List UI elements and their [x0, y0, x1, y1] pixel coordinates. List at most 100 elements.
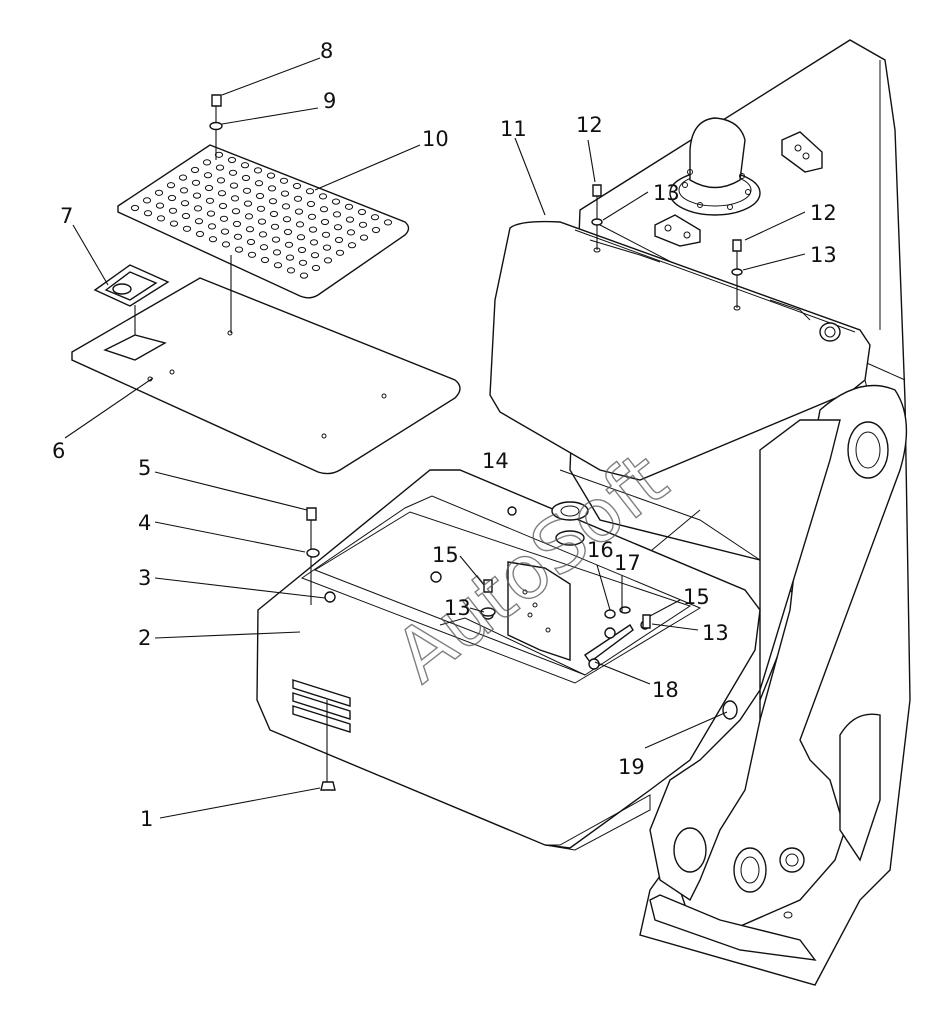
grate-hole: [220, 228, 230, 235]
grate-hole: [202, 159, 212, 166]
grate-hole: [296, 234, 306, 241]
callout-10: 10: [422, 127, 449, 151]
grate-hole: [298, 259, 308, 266]
grate-hole: [246, 238, 256, 246]
loader-arm: [649, 384, 908, 961]
callout-14: 14: [482, 449, 509, 473]
grate-hole: [371, 226, 381, 234]
grate-hole: [305, 188, 315, 195]
grate-hole: [168, 207, 178, 214]
grate-hole: [142, 197, 152, 204]
grate-hole: [178, 174, 188, 181]
grate-hole: [205, 197, 215, 204]
grate-hole: [166, 182, 176, 189]
tank-cover: [489, 220, 871, 481]
callout-19: 19: [618, 755, 645, 779]
grate-hole: [195, 230, 205, 238]
grate-hole: [297, 246, 307, 254]
grate-hole: [130, 204, 140, 212]
callout-13-top: 13: [653, 181, 680, 205]
grate-hole: [230, 195, 240, 202]
grate-hole: [286, 267, 296, 274]
grate-hole: [260, 256, 270, 264]
grate-hole: [258, 231, 268, 238]
grate-hole: [217, 190, 227, 197]
grate-hole: [310, 252, 320, 259]
fasteners: [306, 184, 743, 791]
callout-7: 7: [60, 204, 73, 228]
grate-hole: [207, 223, 217, 230]
callout-9: 9: [323, 89, 336, 113]
grate-hole: [270, 223, 280, 230]
mounting-blocks: [654, 131, 823, 247]
grate-hole: [245, 226, 255, 233]
grate-panel: [117, 144, 410, 333]
grate-hole: [347, 242, 357, 249]
grate-hole: [280, 190, 290, 197]
grate-hole: [233, 233, 243, 240]
grate-hole: [357, 208, 367, 216]
grate-hole: [228, 169, 238, 176]
callout-2: 2: [138, 626, 151, 650]
grate-hole: [240, 162, 250, 169]
grate-hole: [214, 151, 224, 158]
grate-hole: [255, 192, 265, 200]
latch: [93, 264, 170, 335]
leader-lines: [64, 57, 806, 819]
grate-hole: [335, 249, 345, 256]
grate-hole: [221, 241, 231, 248]
grate-hole: [282, 216, 292, 223]
grate-hole: [181, 212, 191, 220]
callout-12-right: 12: [810, 201, 837, 225]
grate-hole: [295, 221, 305, 228]
callout-16: 16: [587, 538, 614, 562]
grate-hole: [194, 218, 204, 225]
grate-hole: [243, 200, 253, 207]
grate-hole: [203, 172, 213, 179]
callout-13-low: 13: [702, 621, 729, 645]
grate-hole: [231, 208, 241, 215]
grate-hole: [216, 177, 226, 184]
callout-15-right: 15: [683, 585, 710, 609]
grate-hole: [218, 202, 228, 210]
grate-hole: [242, 187, 252, 194]
grate-hole: [346, 229, 356, 236]
grate-hole: [269, 210, 279, 218]
callout-13-right: 13: [810, 243, 837, 267]
grate-hole: [370, 214, 380, 221]
grate-hole: [215, 164, 225, 171]
grate-hole: [307, 213, 317, 220]
callout-3: 3: [138, 566, 151, 590]
grate-hole: [241, 174, 251, 182]
callout-12-top: 12: [576, 113, 603, 137]
grate-hole: [247, 251, 257, 258]
grate-hole: [306, 200, 316, 208]
grate-hole: [256, 205, 266, 212]
grate-hole: [272, 249, 282, 256]
grate-hole: [154, 189, 164, 196]
grate-hole: [156, 215, 166, 222]
callout-5: 5: [138, 456, 151, 480]
grate-hole: [190, 166, 200, 174]
grate-hole: [333, 224, 343, 231]
grate-hole: [309, 239, 319, 246]
grate-hole: [358, 221, 368, 228]
grate-hole: [318, 193, 328, 200]
grate-hole: [169, 220, 179, 227]
grate-hole: [227, 156, 237, 164]
grate-hole: [259, 244, 269, 251]
filler-neck: [669, 117, 761, 216]
grate-hole: [311, 264, 321, 272]
grate-hole: [244, 213, 254, 220]
grate-hole: [257, 218, 267, 225]
grate-hole: [322, 244, 332, 251]
grate-hole: [267, 185, 277, 192]
grate-hole: [192, 192, 202, 199]
grate-hole: [229, 182, 239, 189]
grate-hole: [143, 210, 153, 217]
grate-hole: [232, 220, 242, 228]
callout-8: 8: [320, 39, 333, 63]
grate-hole: [219, 215, 229, 222]
grate-hole: [206, 210, 216, 217]
